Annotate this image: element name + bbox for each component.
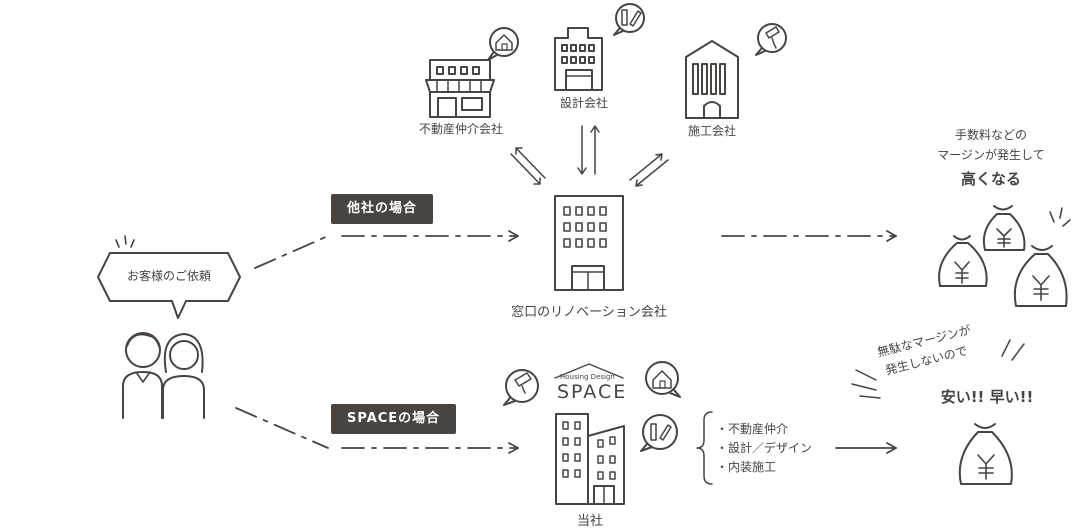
service-item: ・不動産仲介 — [716, 422, 789, 436]
construction-company-label: 施工会社 — [687, 124, 737, 138]
design-company-label: 設計会社 — [559, 96, 609, 110]
office-building-icon — [554, 27, 603, 91]
space-building-icon — [555, 413, 625, 505]
paint-roller-chat-icon — [755, 23, 787, 56]
customers-icon — [122, 332, 205, 419]
dashdot-arrows — [235, 230, 897, 454]
our-company-label: 当社 — [576, 514, 604, 529]
company-arrows — [510, 125, 669, 187]
real-estate-company-label: 不動産仲介会社 — [418, 122, 504, 136]
tower-building-icon — [554, 195, 624, 291]
space-logo-frame — [554, 363, 624, 379]
storefront-icon — [425, 59, 495, 118]
space-case-badge: SPACEの場合 — [331, 404, 457, 434]
space-result-emphasis: 安い!! 早い!! — [940, 388, 1034, 406]
other-result-emphasis: 高くなる — [960, 170, 1022, 188]
service-item: ・設計／デザイン — [716, 441, 813, 455]
services-list: ・不動産仲介 ・設計／デザイン ・内装施工 — [716, 420, 812, 477]
service-item: ・内装施工 — [716, 460, 777, 474]
customer-bubble — [97, 235, 241, 319]
services-brace — [696, 411, 713, 485]
yen-money-bag-icon — [958, 423, 1013, 485]
space-logo-main: SPACE — [557, 381, 628, 403]
yen-money-bag-icon — [938, 205, 1071, 307]
other-result-line-2: マージンが発生して — [937, 148, 1045, 162]
paint-roller-chat-icon — [503, 369, 539, 406]
space-logo-small: Housing Design — [560, 373, 615, 381]
other-company-badge: 他社の場合 — [331, 194, 434, 224]
factory-icon — [685, 40, 739, 119]
ruler-pencil-chat-icon — [640, 414, 678, 452]
house-chat-icon — [645, 361, 681, 398]
customer-request-label: お客様のご依頼 — [126, 269, 212, 283]
window-company-label: 窓口のリノベーション会社 — [511, 305, 667, 320]
other-result-line-1: 手数料などの — [954, 128, 1028, 142]
emphasis-lines — [851, 339, 1025, 399]
house-chat-icon — [487, 27, 519, 61]
ruler-pencil-chat-icon — [613, 3, 645, 36]
